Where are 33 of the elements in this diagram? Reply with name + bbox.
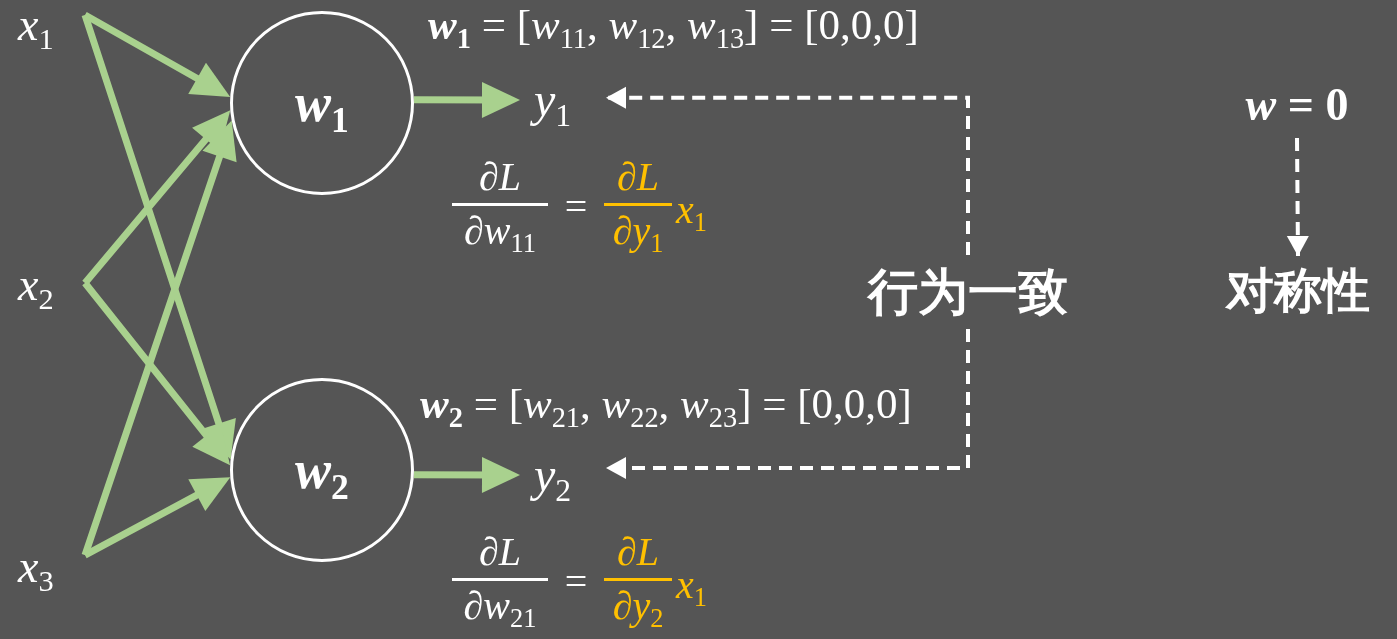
output-variable: y$_{2}$: [520, 447, 606, 503]
arrow: [413, 456, 520, 493]
annotation-text: 行为一致: [860, 255, 1076, 329]
annotation-text: 对称性: [1216, 256, 1380, 324]
equals-sign: =: [563, 183, 589, 231]
equals-sign: =: [563, 558, 589, 606]
input-variable: x$_{3}$: [12, 540, 85, 594]
weight-equation: w$_{1}$ = [w$_{11}$, w$_{12}$, w$_{13}$] = [0,0,0]: [428, 0, 919, 52]
output-variable: y$_{1}$: [520, 72, 606, 128]
input-variable: x$_{2}$: [12, 260, 85, 310]
fraction-numerator: ∂L: [616, 528, 660, 576]
arrow: [81, 119, 237, 557]
fraction-denominator: ∂y$_{1}$: [604, 203, 672, 259]
fraction-denominator: ∂w$_{21}$: [452, 578, 548, 634]
input-variable: x$_{1}$: [12, 0, 85, 50]
fraction-numerator: ∂L: [478, 528, 522, 576]
dashed-arrow: [606, 86, 970, 255]
arrow: [83, 474, 232, 559]
dashed-arrow: [1286, 137, 1309, 257]
dashed-arrow: [606, 329, 970, 479]
fraction-denominator: ∂w$_{11}$: [452, 203, 548, 259]
weight-equation: w$_{2}$ = [w$_{21}$, w$_{22}$, w$_{23}$] = [0,0,0]: [420, 379, 912, 431]
math-variable: x$_{1}$: [676, 561, 707, 610]
fraction-numerator: ∂L: [478, 153, 522, 201]
neuron-circle: w$_{1}$: [230, 11, 414, 195]
equation-text: w = 0: [1220, 72, 1374, 138]
math-variable: x$_{1}$: [676, 186, 707, 235]
arrow: [413, 81, 520, 118]
arrow: [82, 280, 233, 468]
fraction-denominator: ∂y$_{2}$: [604, 578, 672, 634]
neuron-circle: w$_{2}$: [230, 378, 414, 562]
arrow: [81, 13, 236, 461]
fraction-numerator: ∂L: [616, 153, 660, 201]
